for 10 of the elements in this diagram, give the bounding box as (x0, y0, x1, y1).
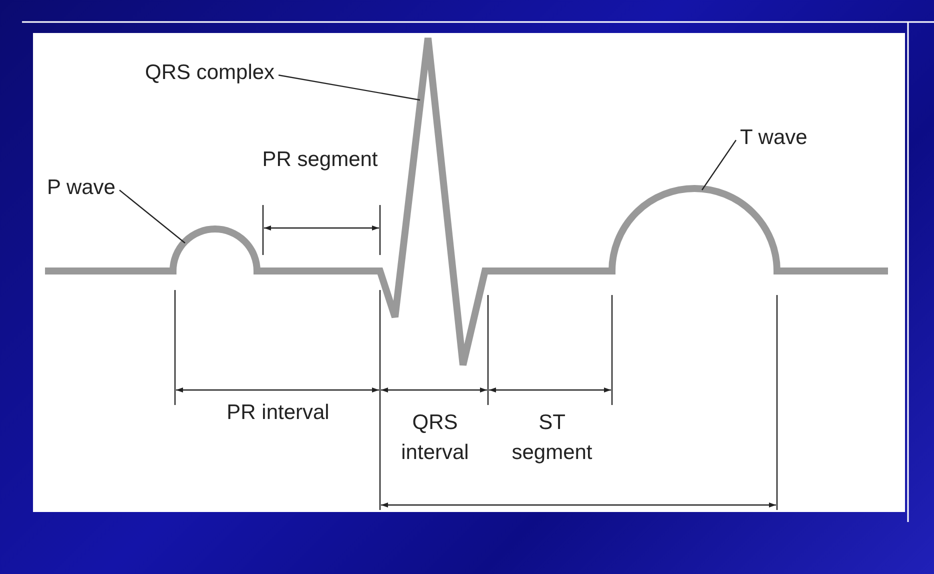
leader-line (278, 74, 420, 101)
leader-line (119, 190, 186, 244)
callout-label: QRS complex (145, 60, 275, 86)
callout-label: P wave (47, 175, 116, 200)
interval-label: PR interval (226, 400, 330, 426)
interval-label: QRS interval (400, 410, 470, 466)
leader-line (702, 140, 736, 190)
interval-label: PR segment (261, 147, 379, 173)
callout-label: T wave (740, 125, 808, 150)
interval-label: ST segment (510, 410, 594, 466)
